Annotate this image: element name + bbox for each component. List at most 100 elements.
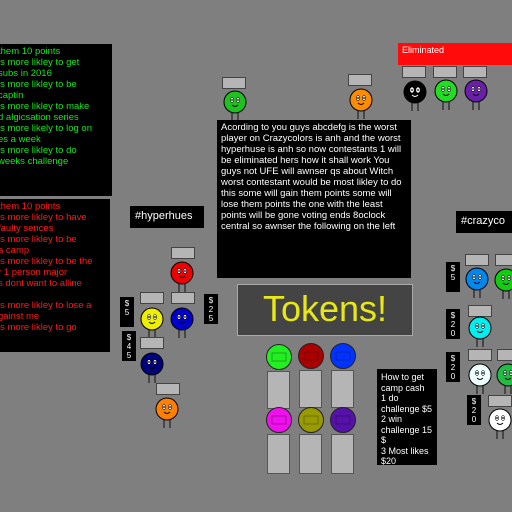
character-cc-green2	[496, 363, 512, 394]
camp-cash-info: How to get camp cash 1 do challenge $5 2…	[377, 369, 437, 465]
character-pupil	[178, 270, 180, 272]
money-label: $ 2 0	[446, 352, 460, 382]
character-mouth	[178, 321, 186, 324]
character-mouth	[411, 94, 419, 97]
character-pupil	[148, 316, 150, 318]
token-magenta-icon	[266, 407, 292, 433]
character-pupil	[178, 316, 180, 318]
character-body	[155, 397, 179, 421]
name-tag	[497, 349, 512, 361]
question-line: them 10 points	[0, 46, 61, 57]
character-pupil	[442, 88, 444, 90]
question-line: weeks challenge	[0, 156, 69, 167]
character-mouth	[148, 321, 156, 324]
token-disc	[330, 407, 356, 433]
character-pupil	[502, 277, 504, 279]
token-olive-icon	[298, 407, 324, 433]
name-tag	[465, 254, 489, 266]
question-line: es a week	[0, 134, 41, 145]
character-pupil	[154, 361, 156, 363]
name-tag	[488, 395, 512, 407]
character-mouth	[148, 366, 156, 369]
character-body	[170, 307, 194, 331]
character-hh-blue	[170, 307, 194, 338]
character-pupil	[504, 372, 506, 374]
character-pupil	[184, 270, 186, 272]
name-tag	[495, 254, 512, 266]
character-cc-white	[468, 363, 492, 394]
tokens-banner: Tokens!	[237, 284, 413, 336]
question-line: is more likley to have	[0, 212, 87, 223]
money-label: $ 5	[120, 297, 134, 327]
team-label-hyperhues: #hyperhues	[130, 206, 204, 228]
character-pupil	[231, 99, 233, 101]
question-line: a camp	[0, 245, 30, 256]
character-mouth	[163, 411, 171, 414]
character-body	[223, 90, 247, 114]
question-line: r 1 person major	[0, 267, 68, 278]
question-line: subs in 2016	[0, 68, 52, 79]
character-pupil	[510, 372, 512, 374]
character-hh-orange	[155, 397, 179, 428]
question-line: is more likley to go	[0, 322, 77, 333]
character-elim-green	[434, 79, 458, 110]
character-body	[488, 408, 512, 432]
name-tag	[402, 66, 426, 78]
token-darkred-icon	[298, 343, 324, 369]
name-tag	[468, 349, 492, 361]
character-body	[434, 79, 458, 103]
character-pupil	[476, 372, 478, 374]
character-mouth	[472, 93, 480, 96]
token-mark	[335, 351, 351, 361]
name-tag	[171, 247, 195, 259]
question-line: is more likley to make	[0, 101, 90, 112]
character-pupil	[502, 417, 504, 419]
question-line: is more likely to log on	[0, 123, 92, 134]
character-mouth	[473, 281, 481, 284]
character-mouth	[357, 102, 365, 105]
question-line: is more likley to be	[0, 79, 77, 90]
question-line: s dont want to alline	[0, 278, 82, 289]
character-elim-purple	[464, 79, 488, 110]
money-label: $ 2 0	[446, 309, 460, 339]
team-label-crazycolors: #crazyco	[456, 211, 512, 233]
character-body	[170, 261, 194, 285]
name-tag	[140, 337, 164, 349]
token-note-card	[299, 434, 322, 474]
character-pupil	[478, 88, 480, 90]
token-note-card	[267, 434, 290, 474]
character-pupil	[417, 89, 419, 91]
token-note-card	[331, 370, 354, 408]
character-pupil	[154, 316, 156, 318]
character-pupil	[169, 406, 171, 408]
question-line: gainst me	[0, 311, 40, 322]
character-cc-green	[494, 268, 512, 299]
question-line: faulty sences	[0, 223, 54, 234]
token-disc	[266, 344, 292, 370]
money-label: $ 2 5	[204, 294, 218, 324]
question-line: is more likley to get	[0, 57, 80, 68]
token-blue-icon	[330, 343, 356, 369]
character-body	[140, 307, 164, 331]
name-tag	[156, 383, 180, 395]
character-pupil	[184, 316, 186, 318]
token-note-card	[267, 371, 290, 409]
character-top-orange	[349, 88, 373, 119]
name-tag	[433, 66, 457, 78]
token-mark	[271, 352, 287, 362]
character-mouth	[231, 104, 239, 107]
token-note-card	[331, 434, 354, 474]
character-mouth	[504, 377, 512, 380]
character-body	[403, 80, 427, 104]
character-pupil	[357, 97, 359, 99]
character-mouth	[442, 93, 450, 96]
name-tag	[222, 77, 246, 89]
character-pupil	[476, 325, 478, 327]
name-tag	[463, 66, 487, 78]
character-pupil	[148, 361, 150, 363]
token-disc	[298, 407, 324, 433]
announcement-text: Acording to you guys abcdefg is the wors…	[217, 120, 411, 278]
character-elim-black	[403, 80, 427, 111]
character-cc-blue	[465, 267, 489, 298]
